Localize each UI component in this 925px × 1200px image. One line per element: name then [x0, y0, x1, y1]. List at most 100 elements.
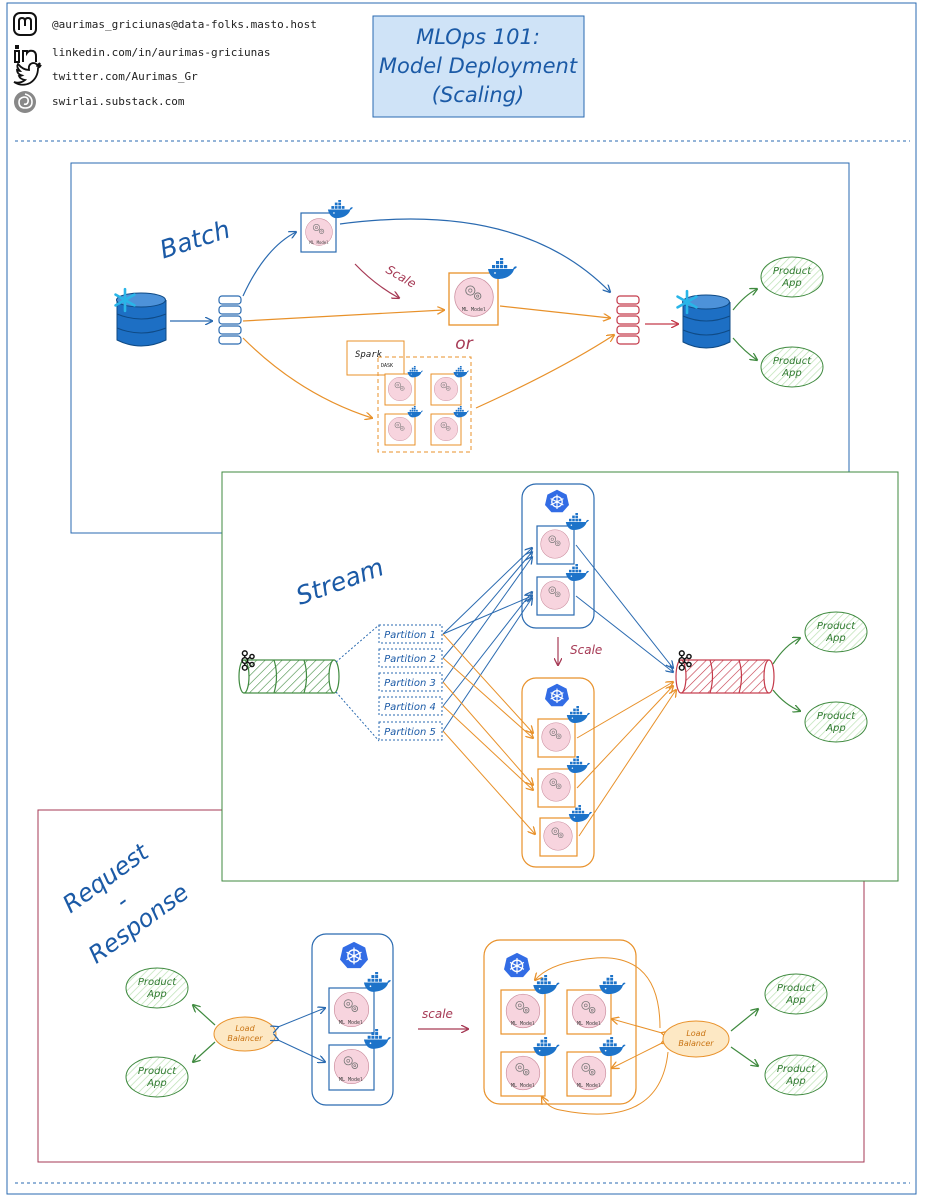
product-app-label: Product: [817, 621, 856, 632]
load-balancer-label: Balancer: [678, 1039, 714, 1048]
linkedin-url[interactable]: linkedin.com/in/aurimas-griciunas: [52, 46, 271, 59]
lb-right-links: [535, 957, 668, 1115]
stream-product-app-2[interactable]: Product App: [804, 701, 868, 743]
product-app-label: Product: [138, 977, 177, 988]
model-label: ML Model: [511, 1083, 535, 1089]
stream-product-app-1[interactable]: Product App: [804, 611, 868, 653]
input-queue: [218, 295, 242, 345]
load-balancer-label: Load: [686, 1029, 706, 1038]
target-database: [676, 289, 731, 349]
twitter-icon: [13, 62, 42, 86]
cluster-models: [384, 366, 469, 446]
rr-k8s-cluster-small: ML Model ML Model: [311, 933, 394, 1106]
arrow-queue-to-large-model: [242, 310, 444, 322]
product-app-label: App: [146, 989, 167, 1000]
arrow-queue-to-cluster: [242, 337, 372, 418]
arrow-topic-to-app-1: [772, 638, 800, 665]
model-label: ML Model: [577, 1083, 601, 1089]
arrow-small-model-to-output: [339, 218, 610, 292]
topic-expand-line-top: [335, 624, 380, 663]
batch-product-app-1[interactable]: Product App: [760, 256, 824, 298]
batch-scale-arrow: [354, 263, 399, 298]
product-app-label: Product: [773, 266, 812, 277]
product-app-label: App: [825, 633, 846, 644]
substack-icon: [14, 91, 36, 113]
substack-url[interactable]: swirlai.substack.com: [52, 95, 185, 108]
output-queue: [616, 295, 640, 345]
rr-product-app-3[interactable]: Product App: [764, 973, 828, 1015]
arrow-lb-to-app-1: [193, 1005, 216, 1026]
product-app-label: Product: [777, 1064, 816, 1075]
stream-k8s-cluster-small: [521, 483, 595, 629]
or-label: or: [455, 334, 473, 354]
partition-3: Partition 3: [384, 678, 436, 689]
mastodon-handle[interactable]: @aurimas_griciunas@data-folks.masto.host: [52, 18, 317, 31]
model-label: ML Model: [511, 1021, 535, 1027]
arrow-lb-right-to-app-1: [730, 1009, 758, 1032]
title-line-3: (Scaling): [432, 83, 524, 107]
stream-k8s-cluster-large: [521, 677, 595, 868]
rr-product-app-4[interactable]: Product App: [764, 1054, 828, 1096]
product-app-label: Product: [138, 1066, 177, 1077]
load-balancer-left: Load Balancer: [213, 1016, 277, 1052]
rr-scale-label: scale: [422, 1007, 453, 1021]
partition-1: Partition 1: [384, 630, 436, 641]
rr-product-app-1[interactable]: Product App: [125, 967, 189, 1009]
page-frame: [6, 2, 917, 1195]
title-line-2: Model Deployment: [379, 54, 578, 78]
topic-expand-line-bottom: [335, 691, 380, 742]
model-label: ML Model: [309, 240, 329, 245]
model-label: ML Model: [462, 307, 486, 313]
product-app-label: Product: [817, 711, 856, 722]
arrow-lb-right-to-app-2: [730, 1046, 758, 1066]
title-line-1: MLOps 101:: [416, 25, 540, 49]
spark-logo: Spark: [355, 350, 383, 360]
arrow-large-model-to-output: [499, 305, 610, 318]
load-balancer-label: Balancer: [227, 1034, 263, 1043]
batch-model-small: ML Model: [300, 200, 353, 253]
docker-icon: [488, 258, 517, 279]
product-app-label: App: [146, 1078, 167, 1089]
contact-list: @aurimas_griciunas@data-folks.masto.host…: [13, 12, 317, 113]
product-app-label: App: [785, 1076, 806, 1087]
lb-to-pod-2-link: [278, 1040, 325, 1062]
lb-to-pod-1-link: [278, 1008, 325, 1027]
mastodon-icon: [13, 12, 37, 36]
stream-scale-label: Scale: [570, 643, 602, 657]
load-balancer-label: Load: [235, 1024, 255, 1033]
arrow-queue-to-small-model: [242, 232, 296, 297]
batch-model-large: ML Model: [448, 258, 517, 326]
dask-cluster: [377, 356, 472, 453]
input-topic: [238, 650, 340, 694]
large-cluster-to-topic-arrows: [576, 682, 676, 837]
dask-logo: DASK: [381, 363, 393, 369]
product-app-label: Product: [777, 983, 816, 994]
rr-k8s-cluster-large: ML Model ML Model ML Model ML Model: [483, 939, 637, 1105]
source-database: [114, 287, 167, 347]
docker-icon: [327, 200, 353, 219]
partition-5: Partition 5: [384, 727, 436, 738]
arrow-lb-to-app-2: [193, 1041, 216, 1062]
partition-4: Partition 4: [384, 702, 436, 713]
batch-product-app-2[interactable]: Product App: [760, 346, 824, 388]
rr-product-app-2[interactable]: Product App: [125, 1056, 189, 1098]
product-app-label: App: [781, 278, 802, 289]
stream-section: Stream Partition 1 Partition 2 Partition…: [221, 471, 899, 882]
load-balancer-right: Load Balancer: [662, 1020, 730, 1058]
model-label: ML Model: [339, 1077, 363, 1083]
twitter-url[interactable]: twitter.com/Aurimas_Gr: [52, 70, 198, 83]
small-cluster-to-topic-arrows: [575, 544, 673, 672]
partition-to-small-cluster-arrows: [442, 548, 532, 732]
spark-dask-box: Spark DASK: [346, 340, 405, 376]
model-label: ML Model: [339, 1020, 363, 1026]
product-app-label: App: [785, 995, 806, 1006]
batch-scale-label: Scale: [384, 262, 419, 290]
arrow-cluster-to-output: [475, 335, 614, 409]
model-label: ML Model: [577, 1021, 601, 1027]
partition-to-large-cluster-arrows: [442, 633, 535, 834]
linkedin-icon: [14, 45, 37, 63]
partition-list: Partition 1 Partition 2 Partition 3 Part…: [378, 624, 443, 741]
partition-2: Partition 2: [384, 654, 436, 665]
arrow-db-to-app-2: [732, 337, 757, 360]
